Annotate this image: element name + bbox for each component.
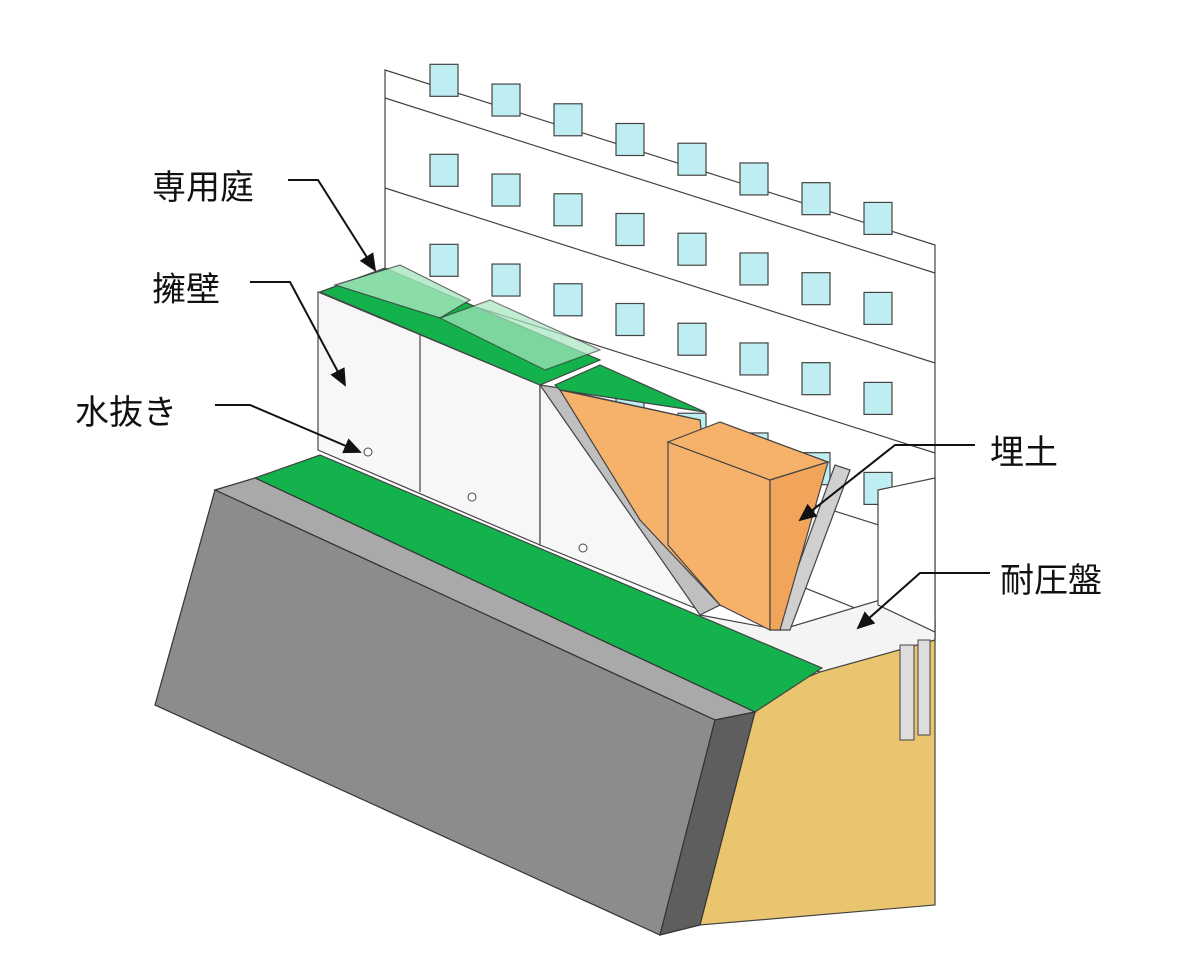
label-backfill: 埋土	[990, 433, 1058, 473]
weep-hole	[363, 447, 373, 457]
window	[491, 83, 521, 117]
window	[801, 362, 831, 396]
window	[739, 252, 769, 286]
window	[491, 263, 521, 297]
window	[677, 232, 707, 266]
window	[801, 182, 831, 216]
weep-hole	[578, 543, 588, 553]
window	[801, 272, 831, 306]
window	[677, 142, 707, 176]
pile	[917, 639, 931, 736]
window	[615, 212, 645, 247]
label-mat-foundation: 耐圧盤	[1000, 561, 1102, 601]
label-weep-hole: 水抜き	[75, 393, 177, 433]
weep-hole	[467, 492, 477, 502]
window	[553, 193, 583, 227]
window	[677, 322, 707, 356]
window	[739, 162, 769, 196]
window	[615, 122, 645, 157]
window	[553, 283, 583, 317]
balcony-slab	[384, 187, 936, 364]
window	[429, 243, 459, 277]
window	[739, 342, 769, 376]
window	[615, 302, 645, 337]
window	[491, 173, 521, 207]
window	[863, 291, 893, 326]
leader-lines	[215, 179, 990, 630]
window	[863, 381, 893, 416]
label-private-garden: 専用庭	[152, 168, 254, 208]
label-retaining-wall: 擁壁	[152, 270, 220, 310]
window	[429, 153, 459, 187]
window	[863, 201, 893, 236]
pile	[899, 644, 915, 741]
private-garden	[318, 264, 706, 413]
window	[429, 63, 459, 97]
balcony-slab	[384, 97, 936, 274]
slope-embankment	[154, 477, 757, 936]
basement-wall	[877, 477, 936, 633]
window	[553, 103, 583, 137]
